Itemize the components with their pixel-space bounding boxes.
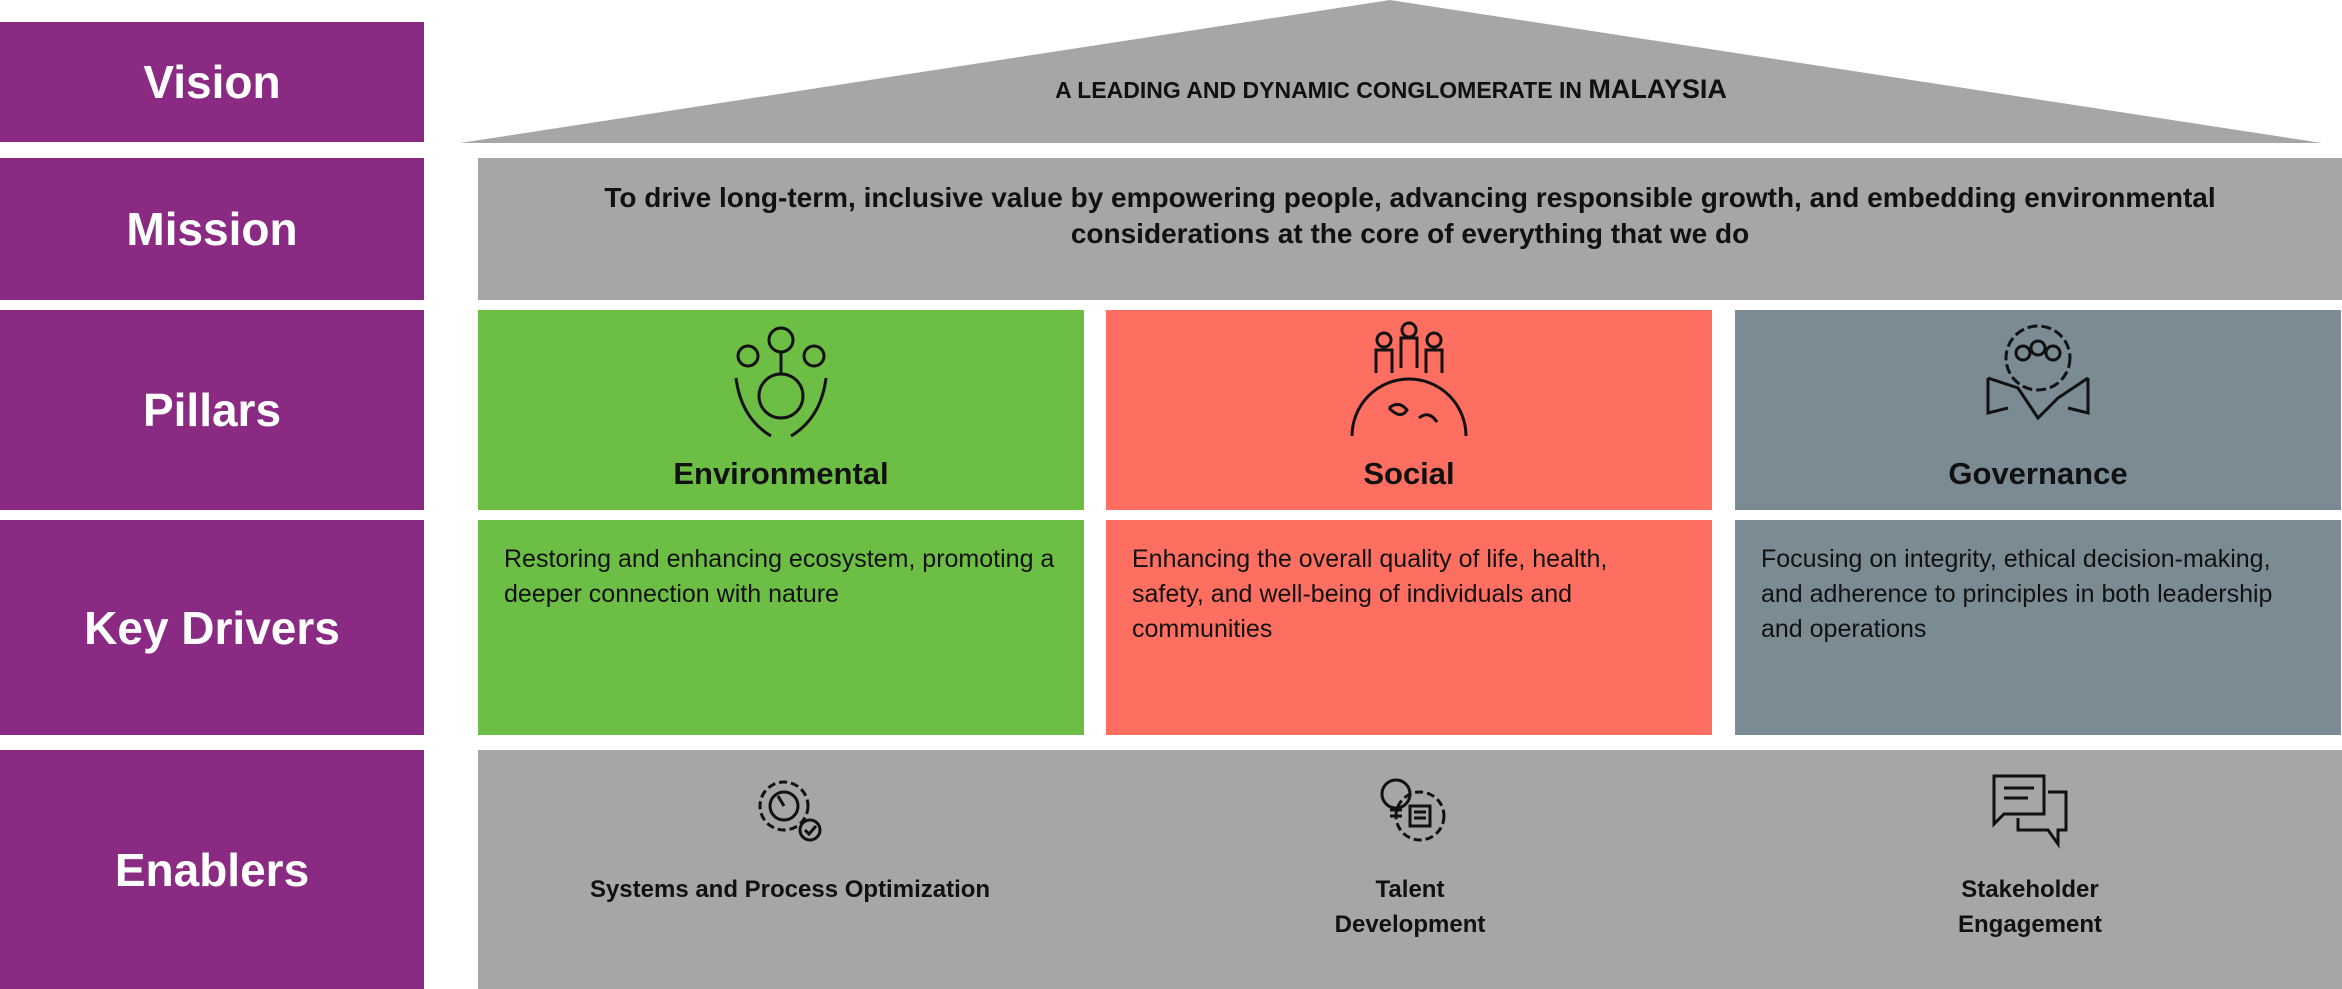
- enabler-systems-process: Systems and Process Optimization: [530, 770, 1050, 907]
- people-on-globe-icon: [1350, 321, 1468, 437]
- vision-statement: A LEADING AND DYNAMIC CONGLOMERATE IN MA…: [460, 74, 2322, 105]
- pillar-title: Environmental: [673, 456, 889, 491]
- chat-bubbles-icon: [1992, 774, 2068, 849]
- key-driver-text: Enhancing the overall quality of life, h…: [1132, 545, 1608, 643]
- row-label-mission: Mission: [0, 158, 424, 300]
- pillar-environmental: Environmental: [478, 310, 1084, 510]
- handshake-gear-people-icon: [1986, 324, 2090, 421]
- vision-text-main: A LEADING AND DYNAMIC CONGLOMERATE IN: [1055, 77, 1582, 103]
- pillar-governance: Governance: [1735, 310, 2341, 510]
- row-label-pillars: Pillars: [0, 310, 424, 510]
- enablers-box: Systems and Process Optimization Talent …: [478, 750, 2342, 989]
- row-label-key-drivers: Key Drivers: [0, 520, 424, 735]
- vision-roof: [460, 0, 2322, 143]
- pillar-title: Governance: [1948, 456, 2128, 491]
- mission-statement: To drive long-term, inclusive value by e…: [604, 182, 2216, 249]
- gear-gauge-icon: [758, 780, 822, 842]
- mission-box: To drive long-term, inclusive value by e…: [478, 158, 2342, 300]
- key-driver-text: Restoring and enhancing ecosystem, promo…: [504, 545, 1055, 608]
- hands-earth-trees-icon: [734, 326, 828, 438]
- row-label-enablers: Enablers: [0, 750, 424, 989]
- key-driver-environmental: Restoring and enhancing ecosystem, promo…: [478, 520, 1084, 735]
- pillar-title: Social: [1363, 456, 1455, 491]
- key-driver-text: Focusing on integrity, ethical decision-…: [1761, 545, 2273, 643]
- lightbulb-gear-icon: [1380, 778, 1446, 842]
- row-label-vision: Vision: [0, 22, 424, 142]
- enabler-talent-development: Talent Development: [1150, 770, 1670, 942]
- vision-text-emphasis: MALAYSIA: [1588, 74, 1727, 104]
- enabler-stakeholder-engagement: Stakeholder Engagement: [1770, 770, 2290, 942]
- enabler-title: Talent Development: [1334, 876, 1486, 938]
- enabler-title: Systems and Process Optimization: [589, 876, 991, 903]
- pillar-social: Social: [1106, 310, 1712, 510]
- key-driver-social: Enhancing the overall quality of life, h…: [1106, 520, 1712, 735]
- key-driver-governance: Focusing on integrity, ethical decision-…: [1735, 520, 2341, 735]
- enabler-title: Stakeholder Engagement: [1957, 876, 2103, 938]
